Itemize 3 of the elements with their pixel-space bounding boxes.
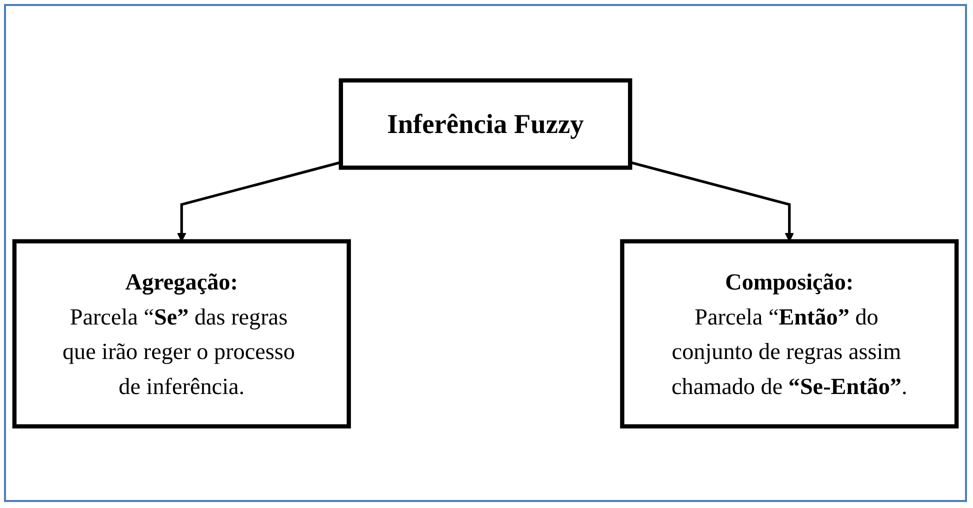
node-box: Agregação: Parcela “Se” das regras que irão reger o processo de inferência. bbox=[12, 238, 351, 428]
node-box: Inferência Fuzzy bbox=[338, 78, 632, 170]
node-box: Composição: Parcela “Então” do conjunto de regras assim chamado de “Se-Então”. bbox=[620, 238, 959, 428]
